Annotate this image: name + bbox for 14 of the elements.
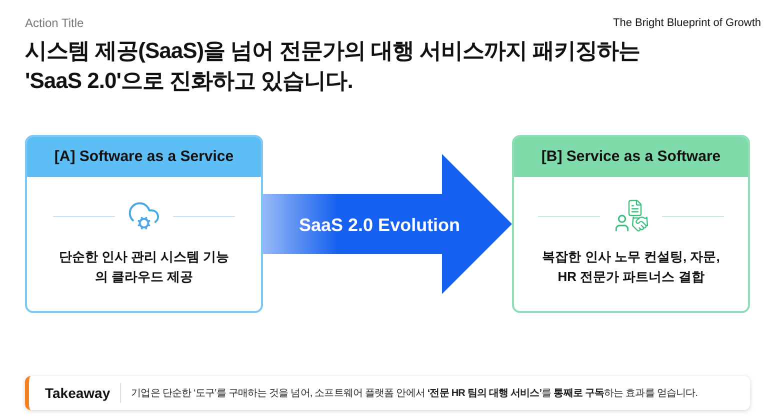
card-description: 복잡한 인사 노무 컨설팅, 자문, HR 전문가 파트너스 결합 — [541, 248, 721, 286]
header-text: The Bright Blueprint of Growth — [613, 16, 761, 31]
takeaway-heading: Takeaway — [45, 384, 110, 403]
takeaway-box — [25, 376, 750, 410]
card-heading: [A] Software as a Service — [27, 137, 261, 177]
card — [25, 135, 263, 313]
card — [512, 135, 750, 313]
section-label: Action Title — [25, 15, 84, 32]
card-heading: [B] Service as a Software — [514, 137, 748, 177]
edge-label: SaaS 2.0 Evolution — [299, 214, 460, 237]
title: 시스템 제공(SaaS)을 넘어 전문가의 대행 서비스까지 패키징하는 'SaaS 2.0'으로 진화하고 있습니다. — [25, 37, 642, 95]
takeaway-text: 기업은 단순한 ‘도구’를 구매하는 것을 넘어, 소프트웨어 플랫폼 안에서 ‘전문 HR 팀의 대행 서비스’를 통째로 구독하는 효과를 얻습니다. — [131, 386, 698, 400]
card-description: 단순한 인사 관리 시스템 기능의 클라우드 제공 — [58, 248, 230, 286]
block-arrow — [263, 154, 512, 294]
